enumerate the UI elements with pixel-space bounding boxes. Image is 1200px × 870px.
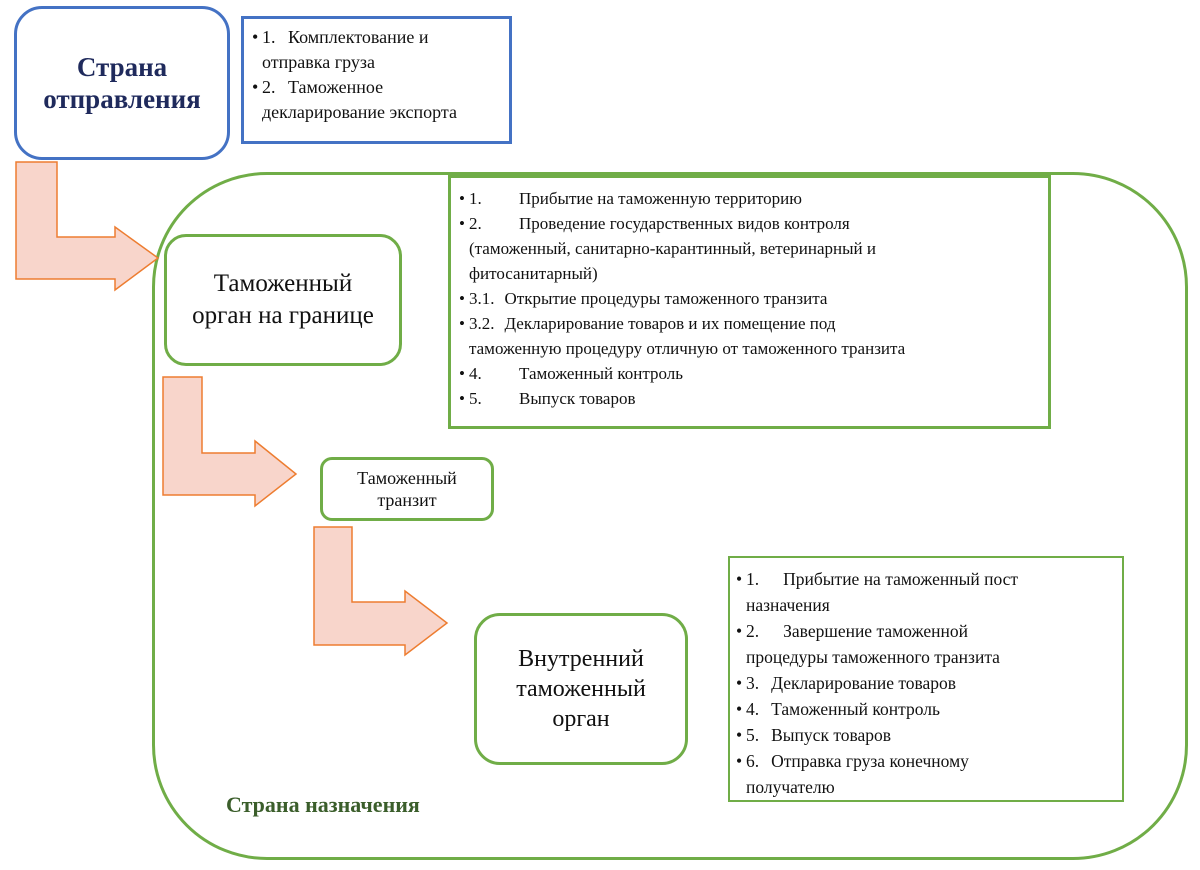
step-text: Таможенный контроль [519,364,684,383]
step-text: Декларирование товаров и их помещение по… [504,314,836,333]
step-text: Открытие процедуры таможенного транзита [504,289,828,308]
transit-title-line1: Таможенный [357,468,457,488]
border-step: • 2. Проведение государственных видов кон… [459,211,1040,286]
step-number: 1. [469,189,482,208]
border-step: • 5. Выпуск товаров [459,386,1040,411]
inland-step: • 6. Отправка груза конечному получателю [736,748,1116,800]
step-text-cont: получателю [746,777,835,797]
origin-step: • 2. Таможенное декларирование экспорта [252,75,501,125]
step-number: 4. [469,364,482,383]
bullet: • [459,214,465,233]
step-text: Прибытие на таможенную территорию [519,189,802,208]
step-number: 5. [469,389,482,408]
step-number: 6. [746,751,760,771]
step-text: Комплектование и [288,27,429,47]
step-text-cont: таможенную процедуру отличную от таможен… [469,339,906,358]
inland-title-line1: Внутренний [518,646,644,672]
inland-step: • 1. Прибытие на таможенный пост назначен… [736,566,1116,618]
border-customs-node: Таможенный орган на границе [164,234,402,366]
step-text-cont: процедуры таможенного транзита [746,647,1000,667]
bullet: • [736,699,743,719]
origin-title-line2: отправления [43,84,201,114]
border-step: • 4. Таможенный контроль [459,361,1040,386]
step-text-cont: фитосанитарный) [469,264,598,283]
bullet: • [736,725,743,745]
step-number: 4. [746,699,760,719]
step-text: Таможенное [288,77,384,97]
step-text-cont: декларирование экспорта [262,102,457,122]
destination-country-container [152,172,1188,860]
arrow-origin-to-border [15,161,160,292]
bullet: • [736,621,743,641]
transit-title-line2: транзит [377,490,437,510]
bullet: • [459,289,465,308]
destination-country-label: Страна назначения [226,792,420,817]
border-title-line1: Таможенный [213,270,353,297]
arrow-transit-to-inland [313,526,449,657]
step-number: 5. [746,725,760,745]
border-step: • 3.2. Декларирование товаров и их помеще… [459,311,1040,361]
bullet: • [459,189,465,208]
inland-customs-node: Внутренний таможенный орган [474,613,688,765]
bullet: • [736,673,743,693]
step-text: Выпуск товаров [771,725,892,745]
step-text-cont: отправка груза [262,52,375,72]
bullet: • [736,751,743,771]
bullet: • [459,364,465,383]
border-step: • 1. Прибытие на таможенную территорию [459,186,1040,211]
origin-steps-box: • 1. Комплектование и отправка груза • 2… [241,16,512,144]
step-text: Завершение таможенной [783,621,968,641]
step-text: Таможенный контроль [771,699,940,719]
inland-step: • 3. Декларирование товаров [736,670,1116,696]
bullet: • [252,77,259,97]
step-text: Выпуск товаров [519,389,636,408]
step-number: 2. [469,214,482,233]
step-number: 1. [262,27,276,47]
customs-transit-node: Таможенный транзит [320,457,494,521]
bullet: • [736,569,743,589]
border-steps-box: • 1. Прибытие на таможенную территорию • … [448,175,1051,429]
bullet: • [252,27,259,47]
arrow-border-to-transit [162,376,298,508]
bullet: • [459,314,465,333]
step-text: Прибытие на таможенный пост [783,569,1019,589]
bullet: • [459,389,465,408]
inland-title-line3: орган [552,706,610,732]
step-number: 3. [746,673,760,693]
step-number: 2. [262,77,276,97]
step-number: 3.2. [469,314,495,333]
origin-country-node: Страна отправления [14,6,230,160]
border-title-line2: орган на границе [192,302,374,329]
border-step: • 3.1. Открытие процедуры таможенного тра… [459,286,1040,311]
inland-step: • 5. Выпуск товаров [736,722,1116,748]
origin-step: • 1. Комплектование и отправка груза [252,25,501,75]
origin-title-line1: Страна [76,52,168,82]
step-number: 2. [746,621,760,641]
inland-title-line2: таможенный [516,676,646,702]
step-text: Проведение государственных видов контрол… [519,214,850,233]
step-text: Отправка груза конечному [771,751,969,771]
step-text-cont: (таможенный, санитарно-карантинный, вете… [469,239,876,258]
inland-steps-box: • 1. Прибытие на таможенный пост назначен… [728,556,1124,802]
step-text: Декларирование товаров [771,673,957,693]
step-number: 3.1. [469,289,495,308]
inland-step: • 2. Завершение таможенной процедуры тамо… [736,618,1116,670]
step-number: 1. [746,569,760,589]
step-text-cont: назначения [746,595,830,615]
inland-step: • 4. Таможенный контроль [736,696,1116,722]
